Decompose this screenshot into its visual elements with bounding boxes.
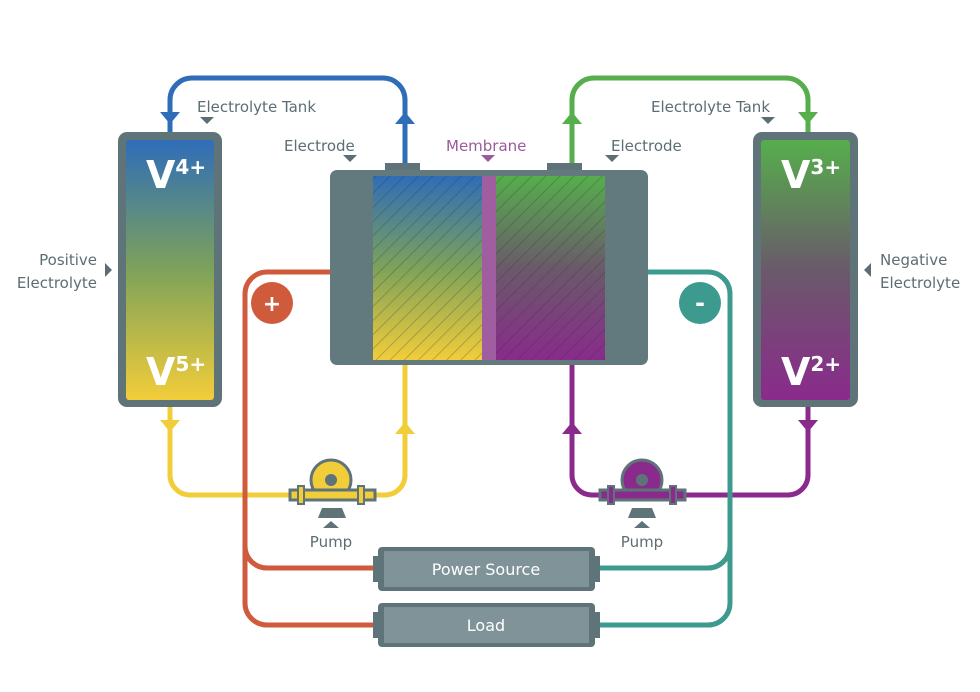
membrane xyxy=(482,176,496,360)
green-pipe xyxy=(569,75,811,165)
svg-text:V3+: V3+ xyxy=(781,153,841,197)
arrow-down-icon xyxy=(798,112,818,124)
svg-text:Electrolyte Tank: Electrolyte Tank xyxy=(651,98,770,116)
svg-text:Electrolyte: Electrolyte xyxy=(17,274,97,292)
arrow-up-icon xyxy=(562,422,582,434)
svg-text:Pump: Pump xyxy=(621,533,663,551)
blue-pipe xyxy=(167,75,408,165)
pump-left xyxy=(288,458,377,528)
arrow-down-icon xyxy=(160,112,180,124)
svg-text:V4+: V4+ xyxy=(146,153,206,197)
flow-arrows xyxy=(160,112,818,434)
positive-tank: V4+ V5+ xyxy=(118,132,222,407)
arrow-up-icon xyxy=(395,112,415,124)
svg-text:Negative: Negative xyxy=(880,251,947,269)
cell-stack xyxy=(330,163,648,365)
minus-terminal: - xyxy=(679,282,721,324)
svg-text:Electrolyte Tank: Electrolyte Tank xyxy=(197,98,316,116)
svg-text:Positive: Positive xyxy=(39,251,97,269)
svg-text:Electrolyte: Electrolyte xyxy=(880,274,960,292)
yellow-pipe xyxy=(167,365,408,498)
purple-pipe xyxy=(569,365,811,498)
arrow-up-icon xyxy=(395,422,415,434)
negative-tank: V3+ V2+ xyxy=(753,132,858,407)
svg-text:Power Source: Power Source xyxy=(432,560,540,579)
svg-text:-: - xyxy=(695,289,705,317)
arrow-down-icon xyxy=(798,420,818,432)
load-box: Load xyxy=(373,603,600,647)
pump-right xyxy=(598,458,687,528)
svg-text:Pump: Pump xyxy=(310,533,352,551)
svg-text:+: + xyxy=(263,292,281,317)
red-wire xyxy=(242,269,380,628)
labels: Electrolyte Tank Electrolyte Tank Electr… xyxy=(17,98,960,551)
svg-text:Membrane: Membrane xyxy=(446,137,526,155)
svg-text:V2+: V2+ xyxy=(781,350,841,394)
plus-terminal: + xyxy=(251,282,293,324)
arrow-up-icon xyxy=(562,112,582,124)
svg-text:Electrode: Electrode xyxy=(611,137,682,155)
arrow-down-icon xyxy=(160,420,180,432)
power-source-box: Power Source xyxy=(373,547,600,591)
svg-text:Electrode: Electrode xyxy=(284,137,355,155)
svg-text:V5+: V5+ xyxy=(146,350,206,394)
teal-wire xyxy=(595,269,733,628)
svg-text:Load: Load xyxy=(467,616,505,635)
